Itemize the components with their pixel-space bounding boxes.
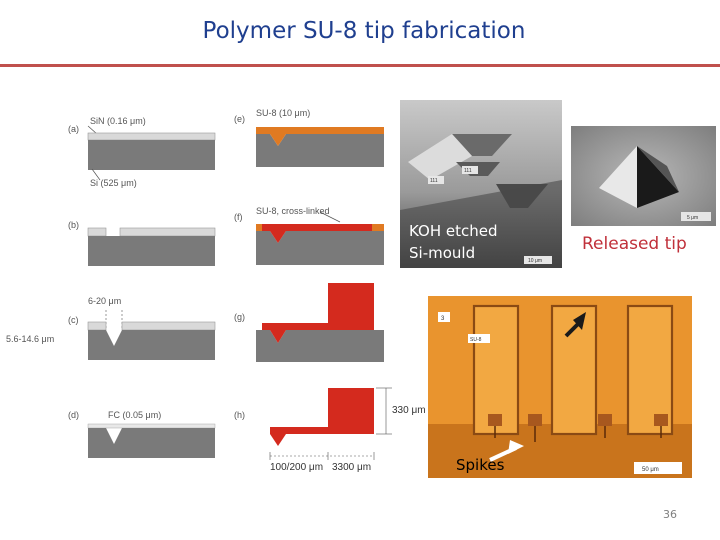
- step-g-label: (g): [234, 312, 245, 322]
- optical-micrograph: 3 SU-8 50 μm: [428, 296, 692, 478]
- optical-scale: 50 μm: [642, 467, 659, 473]
- lengths-label: 100/200 μm: [270, 462, 323, 473]
- process-diagram: (a) SiN (0.16 μm) Si (525 μm) (b) (c) 6-…: [6, 108, 426, 473]
- step-b-label: (b): [68, 220, 79, 230]
- si-label: Si (525 μm): [90, 178, 137, 188]
- sem-mould-tag1: 111: [464, 168, 472, 174]
- width-label: 6-20 μm: [88, 296, 121, 306]
- step-e-label: (e): [234, 114, 245, 124]
- step-a-panel: (a) SiN (0.16 μm) Si (525 μm): [68, 116, 216, 188]
- spikes-caption: Spikes: [456, 456, 505, 474]
- step-c-panel: (c) 6-20 μm 5.6-14.6 μm: [6, 296, 216, 360]
- step-h-panel: (h) 330 μm 100/200 μm 3300 μm: [234, 387, 426, 473]
- sem-mould-caption-line1: KOH etched: [409, 222, 497, 240]
- sem-mould-scale: 10 μm: [528, 258, 542, 264]
- step-f-panel: (f) SU-8, cross-linked: [234, 206, 384, 265]
- slide-title: Polymer SU-8 tip fabrication: [202, 18, 526, 44]
- sin-label: SiN (0.16 μm): [90, 116, 146, 126]
- released-tip-caption: Released tip: [582, 234, 687, 254]
- su8-crosslinked-label: SU-8, cross-linked: [256, 206, 330, 216]
- depth-label: 5.6-14.6 μm: [6, 334, 54, 344]
- step-g-panel: (g): [234, 283, 384, 362]
- title-divider: [0, 64, 720, 67]
- sem-mould-caption-line2: Si-mould: [409, 244, 475, 262]
- page-number: 36: [663, 508, 677, 521]
- optical-tag: 3: [441, 316, 445, 322]
- sem-tip-scale: 5 μm: [687, 215, 698, 221]
- step-d-panel: (d) FC (0.05 μm): [68, 410, 216, 458]
- fc-label: FC (0.05 μm): [108, 410, 161, 420]
- optical-su8-tag: SU-8: [470, 337, 482, 343]
- length2-label: 3300 μm: [332, 462, 371, 473]
- step-a-label: (a): [68, 124, 79, 134]
- step-e-panel: (e) SU-8 (10 μm): [234, 108, 384, 167]
- sem-mould-image: 111 111 KOH etched Si-mould 10 μm: [400, 100, 562, 268]
- step-h-label: (h): [234, 410, 245, 420]
- sem-tip-image: 5 μm: [571, 126, 716, 226]
- step-d-label: (d): [68, 410, 79, 420]
- step-f-label: (f): [234, 212, 243, 222]
- sem-mould-tag2: 111: [430, 178, 438, 184]
- step-c-label: (c): [68, 315, 79, 325]
- step-b-panel: (b): [68, 220, 216, 266]
- su8-label: SU-8 (10 μm): [256, 108, 310, 118]
- height-label: 330 μm: [392, 405, 426, 416]
